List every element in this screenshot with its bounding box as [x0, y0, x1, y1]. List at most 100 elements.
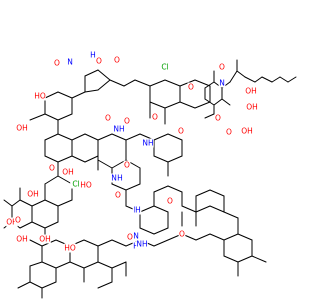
atom-label-backdrop — [159, 62, 171, 72]
atom-label-oxygen: O — [219, 63, 225, 72]
bond-line — [44, 221, 59, 229]
atom-label-backdrop — [177, 126, 185, 136]
atom-label-backdrop — [218, 78, 226, 88]
bond-line — [111, 133, 127, 141]
atom-label-oxygen: O — [226, 128, 232, 137]
bond-line — [41, 281, 57, 289]
atom-label-oxygen: OH — [6, 218, 18, 227]
bond-line — [254, 76, 263, 83]
atom-label-oxygen: O — [105, 114, 111, 123]
bond-line — [204, 113, 215, 119]
bond-line — [153, 155, 169, 163]
atom-label-oxygen: OH — [16, 124, 28, 133]
atom-label-oxygen: OH — [245, 87, 257, 96]
bond-line — [167, 155, 183, 163]
atom-label-backdrop — [187, 82, 195, 92]
bond-line — [139, 227, 155, 235]
atom-label-oxygen: O — [124, 161, 130, 170]
atom-label-backdrop — [6, 217, 18, 227]
bond-line — [44, 91, 59, 99]
bond-line — [31, 221, 46, 229]
bond-line — [167, 185, 183, 193]
bond-line — [97, 133, 113, 141]
atom-label-backdrop — [16, 234, 28, 244]
atom-label-backdrop — [123, 160, 131, 170]
bond-line — [279, 76, 289, 83]
atom-label-nitrogen: NH — [113, 125, 124, 134]
bond-line — [111, 183, 127, 191]
bond-line — [83, 239, 99, 247]
bond-line — [55, 261, 71, 269]
atom-label-backdrop — [132, 241, 140, 251]
bond-line — [31, 199, 46, 207]
bond-line — [244, 76, 256, 83]
bond-line — [125, 133, 141, 141]
atom-label-nitrogen: N — [111, 174, 117, 183]
bond-line — [44, 155, 59, 163]
bond-line — [57, 113, 73, 121]
atom-label-oxygen: OH — [27, 190, 39, 199]
bond-line — [164, 101, 181, 109]
atom-label-backdrop — [142, 138, 154, 148]
atom-label-backdrop — [113, 55, 121, 65]
atom-label-nitrogen: NH — [142, 139, 153, 148]
bond-line — [223, 211, 239, 219]
bond-line — [71, 91, 86, 99]
atom-label-oxygen: O — [215, 114, 221, 123]
atom-label-oxygen: O — [49, 164, 55, 173]
atom-label-backdrop — [136, 239, 148, 249]
bond-line — [271, 76, 281, 83]
bond-line — [195, 189, 211, 197]
bond-line — [236, 70, 246, 78]
atom-label-oxygen: O — [167, 197, 173, 206]
atom-label-backdrop — [95, 56, 103, 66]
bond-line — [237, 255, 253, 263]
bond-line — [223, 233, 239, 241]
atom-label-oxygen: O — [124, 117, 130, 126]
bond-line — [179, 79, 196, 87]
bond-line — [287, 76, 297, 83]
bond-line — [44, 199, 59, 207]
atom-label-backdrop — [110, 173, 118, 183]
atom-label-backdrop — [245, 86, 257, 96]
atom-label-nitrogen: H — [133, 242, 139, 251]
bond-line — [29, 281, 43, 289]
bond-line — [57, 155, 73, 163]
bond-line — [134, 79, 151, 87]
bond-line — [179, 101, 196, 109]
atom-label-oxygen: O — [54, 59, 60, 68]
bond-line — [71, 155, 86, 163]
bond-line — [97, 69, 111, 81]
atom-label-oxygen: O — [127, 233, 133, 242]
bond-line — [153, 133, 169, 141]
atom-label-backdrop — [151, 112, 159, 122]
bond-line — [97, 79, 111, 91]
bond-line — [97, 239, 113, 247]
atom-label-backdrop — [214, 113, 222, 123]
atom-label-oxygen: O — [179, 230, 185, 239]
bond-line — [195, 205, 211, 213]
bond-line — [213, 98, 223, 106]
atom-label-backdrop — [132, 231, 140, 241]
bond-line — [111, 261, 127, 269]
atom-label-backdrop — [89, 50, 97, 60]
bond-line — [209, 233, 225, 241]
bond-line — [194, 101, 211, 109]
bond-line — [97, 281, 113, 289]
atom-label-backdrop — [134, 205, 142, 215]
bond-line — [194, 79, 211, 87]
atom-label-backdrop — [225, 127, 233, 137]
bond-line — [69, 261, 85, 269]
atom-label-oxygen: O — [152, 113, 158, 122]
atom-label-backdrop — [126, 232, 134, 242]
bond-line — [17, 281, 31, 289]
bond-line — [29, 113, 46, 121]
bond-line — [153, 205, 169, 213]
bond-line — [84, 155, 99, 163]
bond-line — [153, 185, 169, 193]
bond-layer — [3, 59, 297, 299]
bond-line — [139, 205, 155, 213]
atom-label-nitrogen: N — [219, 79, 225, 88]
